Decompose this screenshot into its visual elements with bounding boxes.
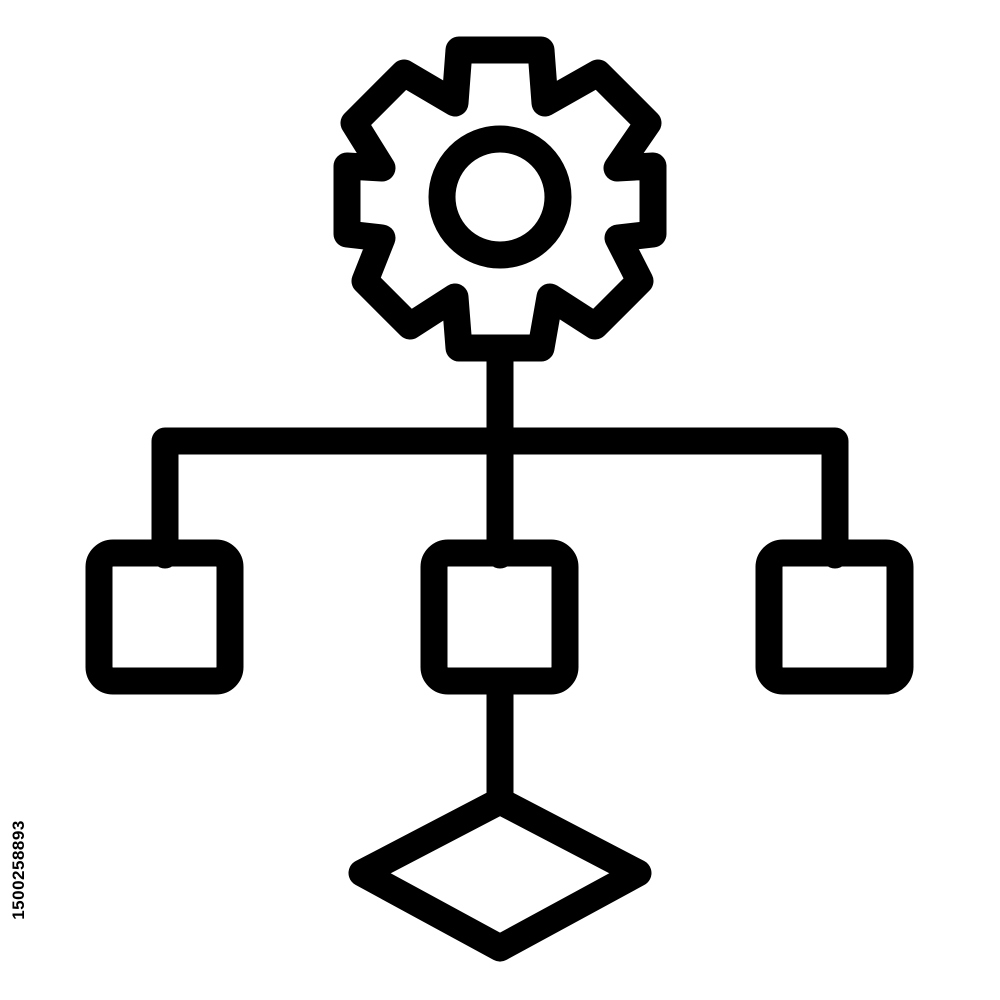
- decision-diamond: [348, 787, 652, 962]
- gear-hub-circle: [428, 125, 572, 269]
- gear-icon: [333, 36, 667, 362]
- stock-id-text: 1500258893: [9, 820, 29, 920]
- flow-box-right: [755, 539, 914, 695]
- stock-id-watermark: 1500258893: [6, 750, 32, 990]
- flow-box-left: [85, 539, 244, 695]
- flow-box-center: [420, 539, 579, 695]
- connector-branch-line: [151, 427, 849, 569]
